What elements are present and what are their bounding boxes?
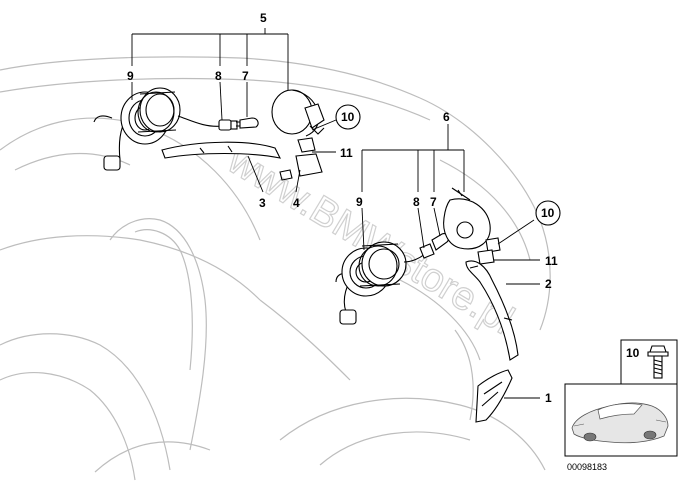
svg-text:10: 10: [541, 206, 555, 220]
right-fog-lamp: [443, 187, 501, 253]
callout-10-lower: 10: [535, 200, 561, 226]
screw-detail-box: 10: [620, 339, 678, 385]
callout-9-upper: 9: [127, 69, 134, 83]
right-housing: [358, 241, 407, 287]
callout-5: 5: [260, 11, 267, 25]
leader-lines: [131, 28, 540, 399]
callout-6: 6: [443, 110, 450, 124]
svg-text:10: 10: [341, 110, 355, 124]
callout-11-lower: 11: [545, 254, 558, 268]
callout-7-lower: 7: [430, 195, 437, 209]
callout-labels: 5 9 8 7 10 11 3 4 6 9 8 7 10 11 2 1: [127, 11, 561, 405]
document-number: 00098183: [567, 462, 607, 472]
callout-8-lower: 8: [413, 195, 420, 209]
right-trim-strip: [465, 260, 519, 361]
left-fog-light-assembly: [93, 87, 325, 181]
left-trim-panel: [161, 141, 281, 159]
callout-7-upper: 7: [242, 69, 249, 83]
callout-1: 1: [545, 391, 552, 405]
callout-4: 4: [293, 196, 300, 210]
left-cover: [279, 153, 323, 181]
callout-9-lower: 9: [356, 195, 363, 209]
side-marker-light: [475, 369, 513, 423]
left-clip: [297, 137, 316, 153]
left-fog-lamp: [271, 89, 325, 137]
callout-10-upper: 10: [335, 104, 361, 130]
callout-8-upper: 8: [215, 69, 222, 83]
screw-icon: [647, 345, 669, 379]
callout-11-upper: 11: [340, 146, 353, 160]
left-bulb: [236, 117, 259, 129]
callout-10-detail: 10: [626, 346, 640, 360]
callout-3: 3: [259, 196, 266, 210]
right-clip: [477, 249, 495, 265]
left-housing: [137, 87, 181, 133]
left-bulb-holder: [218, 119, 238, 131]
car-thumbnail-icon: [571, 402, 669, 444]
callout-2: 2: [545, 277, 552, 291]
right-fog-light-assembly: [335, 187, 519, 423]
thumbnail-car-box: [564, 383, 678, 457]
